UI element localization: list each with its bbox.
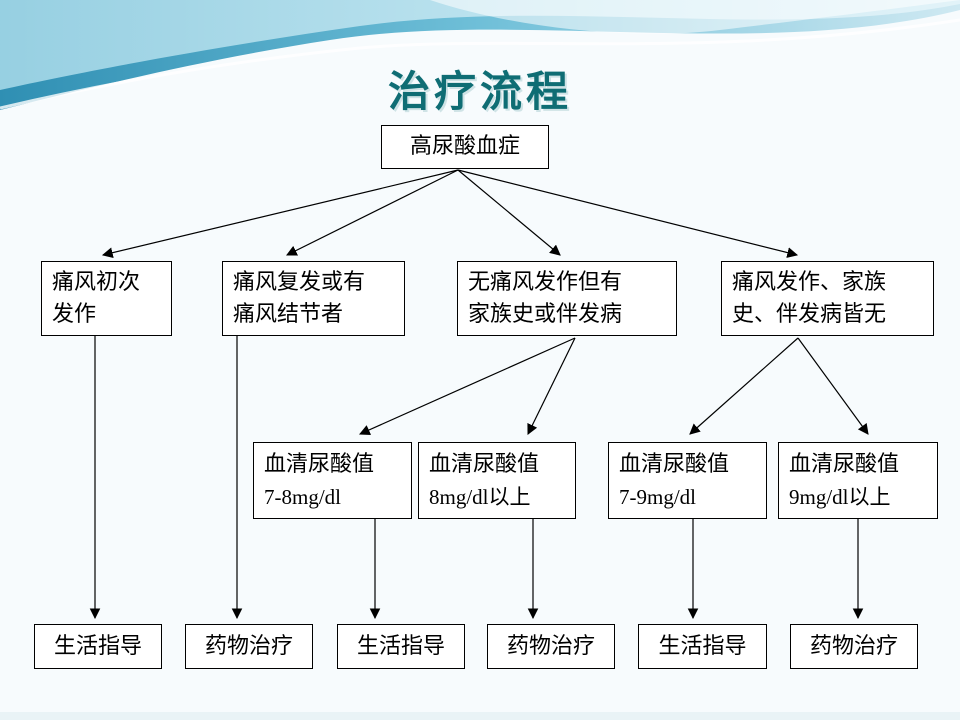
- arrow-root-to-cat3: [457, 169, 561, 256]
- category-label-line2: 发作: [52, 302, 97, 327]
- outcome-label: 药物治疗: [204, 633, 293, 659]
- slide-title: 治疗流程: [387, 67, 572, 116]
- root-node-label: 高尿酸血症: [409, 134, 520, 159]
- outcome-node-lifestyle-guidance: 生活指导: [34, 624, 162, 669]
- level-label-line2: 8mg/dl以上: [429, 485, 531, 509]
- outcome-label: 药物治疗: [506, 633, 595, 659]
- category-node-first-gout-attack: 痛风初次 发作: [41, 261, 172, 336]
- outcome-node-lifestyle-guidance: 生活指导: [638, 624, 767, 669]
- arrow-cat3-to-level2: [527, 337, 576, 435]
- category-label-line1: 无痛风发作但有: [468, 270, 623, 295]
- level-label-line2: 7-9mg/dl: [619, 485, 696, 509]
- category-node-recurrent-gout: 痛风复发或有 痛风结节者: [222, 261, 405, 336]
- arrow-cat4-to-level4: [797, 337, 869, 435]
- arrow-root-to-cat4: [457, 169, 799, 258]
- arrow-root-to-cat2: [286, 169, 459, 256]
- outcome-label: 药物治疗: [809, 633, 898, 659]
- level-label-line2: 9mg/dl以上: [789, 485, 891, 509]
- level-node-7-9: 血清尿酸值 7-9mg/dl: [608, 442, 767, 519]
- outcome-node-lifestyle-guidance: 生活指导: [337, 624, 465, 669]
- category-label-line1: 痛风复发或有: [233, 270, 366, 295]
- level-label-line1: 血清尿酸值: [789, 452, 900, 477]
- level-label-line2: 7-8mg/dl: [264, 485, 341, 509]
- level-label-line1: 血清尿酸值: [619, 452, 730, 477]
- outcome-node-drug-therapy: 药物治疗: [487, 624, 615, 669]
- arrow-cat3-to-level1: [359, 337, 576, 435]
- level-label-line1: 血清尿酸值: [429, 452, 540, 477]
- outcome-node-drug-therapy: 药物治疗: [790, 624, 918, 669]
- level-node-7-8: 血清尿酸值 7-8mg/dl: [253, 442, 412, 519]
- outcome-label: 生活指导: [53, 633, 142, 659]
- outcome-label: 生活指导: [356, 633, 445, 659]
- level-label-line1: 血清尿酸值: [264, 452, 375, 477]
- category-node-family-history: 无痛风发作但有 家族史或伴发病: [457, 261, 677, 336]
- level-node-9-plus: 血清尿酸值 9mg/dl以上: [778, 442, 938, 519]
- slide-bottom-strip: [0, 712, 960, 720]
- category-label-line1: 痛风初次: [52, 270, 141, 295]
- category-label-line2: 史、伴发病皆无: [732, 302, 887, 327]
- arrow-cat4-to-level3: [689, 337, 799, 435]
- category-label-line1: 痛风发作、家族: [732, 270, 887, 295]
- category-label-line2: 痛风结节者: [233, 302, 344, 327]
- header-wave-decoration: [0, 0, 960, 110]
- level-node-8-plus: 血清尿酸值 8mg/dl以上: [418, 442, 576, 519]
- arrow-root-to-cat1: [101, 169, 459, 258]
- root-node-hyperuricemia: 高尿酸血症: [381, 125, 549, 169]
- outcome-node-drug-therapy: 药物治疗: [185, 624, 313, 669]
- category-label-line2: 家族史或伴发病: [468, 302, 623, 327]
- category-node-none: 痛风发作、家族 史、伴发病皆无: [721, 261, 934, 336]
- outcome-label: 生活指导: [658, 633, 747, 659]
